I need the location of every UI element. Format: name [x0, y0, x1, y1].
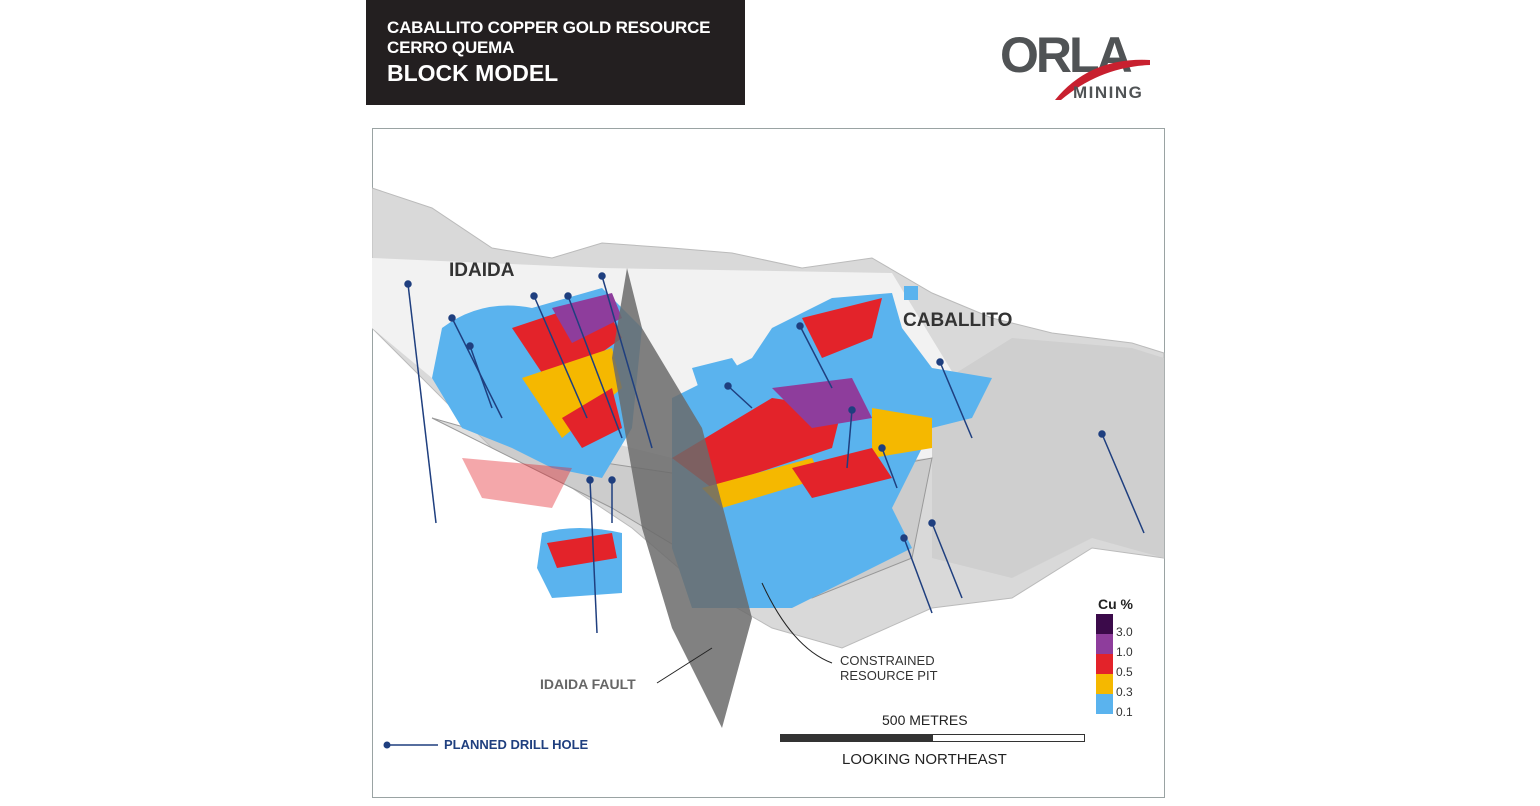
label-constrained-pit: CONSTRAINED RESOURCE PIT — [840, 653, 938, 683]
pit-callout-arrow — [761, 582, 833, 664]
drill-holes — [404, 272, 1145, 634]
legend-value: 0.5 — [1116, 665, 1133, 679]
looking-direction: LOOKING NORTHEAST — [842, 751, 1007, 768]
title-lines: CABALLITO COPPER GOLD RESOURCE CERRO QUE… — [387, 18, 711, 58]
drill-hole-symbol-icon — [383, 741, 438, 749]
legend-swatch — [1096, 614, 1113, 634]
title-box: CABALLITO COPPER GOLD RESOURCE CERRO QUE… — [366, 0, 745, 105]
legend-value: 1.0 — [1116, 645, 1133, 659]
cu-legend: Cu % 3.0 1.0 0.5 0.3 0.1 — [1092, 596, 1133, 719]
pit-label-line-1: CONSTRAINED — [840, 653, 935, 668]
scale-label: 500 METRES — [882, 712, 968, 728]
label-idaida-fault: IDAIDA FAULT — [540, 676, 636, 692]
legend-value: 3.0 — [1116, 625, 1133, 639]
legend-swatch — [1096, 654, 1113, 674]
title-line-3: BLOCK MODEL — [387, 60, 559, 86]
fault-callout-arrow — [656, 647, 713, 684]
label-caballito: CABALLITO — [903, 310, 1013, 331]
scale-bar-filled — [781, 735, 933, 741]
pit-label-line-2: RESOURCE PIT — [840, 668, 938, 683]
label-idaida: IDAIDA — [449, 260, 515, 281]
svg-text:MINING: MINING — [1073, 83, 1143, 102]
drill-hole-legend-label: PLANNED DRILL HOLE — [444, 737, 589, 752]
orla-mining-logo: ORLA MINING — [1000, 27, 1150, 102]
block-model-scene — [372, 187, 1165, 728]
drill-hole-legend: PLANNED DRILL HOLE — [382, 737, 588, 756]
title-line-1: CABALLITO COPPER GOLD RESOURCE — [387, 18, 711, 37]
legend-swatch — [1096, 674, 1113, 694]
title-line-2: CERRO QUEMA — [387, 38, 515, 57]
legend-value: 0.1 — [1116, 705, 1133, 719]
legend-swatch — [1096, 634, 1113, 654]
caballito-block-model — [672, 293, 992, 608]
scale-bar — [780, 734, 1085, 742]
terrain-right-slope — [932, 338, 1164, 578]
idaida-fault-plane — [612, 268, 752, 728]
legend-title: Cu % — [1098, 596, 1133, 612]
legend-value: 0.3 — [1116, 685, 1133, 699]
legend-swatch — [1096, 694, 1113, 714]
svg-text:ORLA: ORLA — [1000, 27, 1132, 83]
